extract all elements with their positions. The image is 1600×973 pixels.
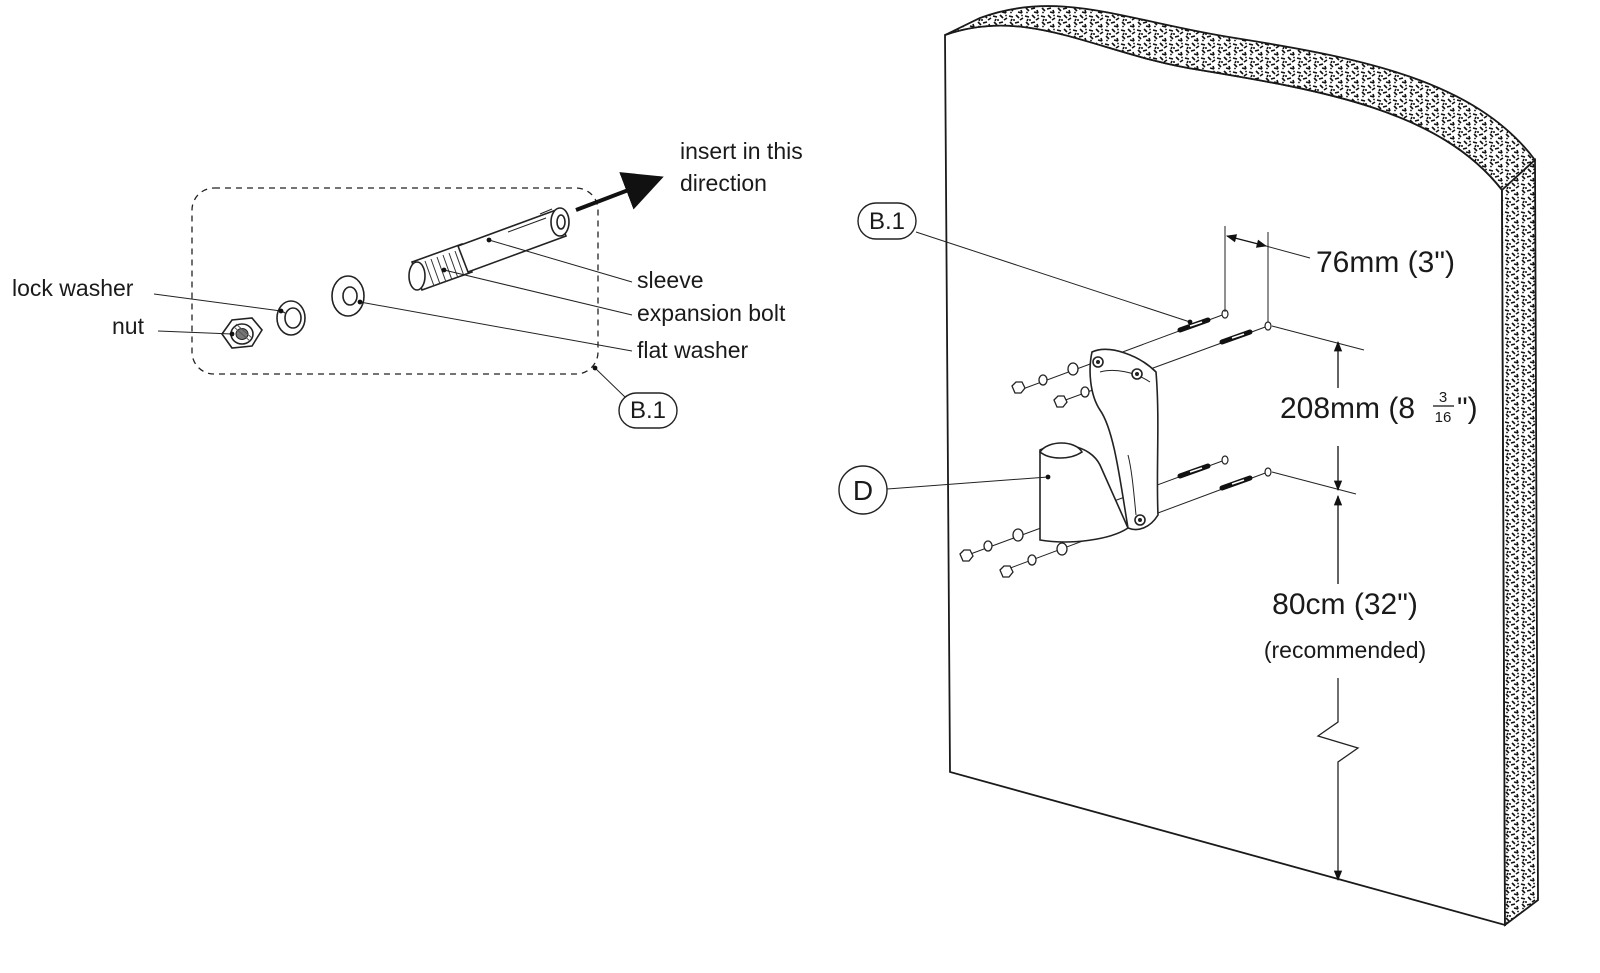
detail-callout-label: B.1: [630, 397, 666, 424]
bracket-icon: [1038, 348, 1159, 543]
flat-washer-icon: [331, 275, 365, 317]
direction-label-line1: insert in this: [680, 138, 803, 164]
hardware-stack-icon: [959, 362, 1090, 578]
vertical-dimension-label: 208mm (8: [1280, 392, 1415, 425]
wall-side-edge: [1501, 157, 1539, 927]
height-dimension-note: (recommended): [1264, 637, 1426, 663]
detail-callout-bubble: [618, 392, 678, 429]
insert-direction-arrow: [575, 172, 664, 212]
lock-washer-icon: [276, 300, 306, 336]
nut-label: nut: [112, 313, 145, 339]
expansion-bolt-label: expansion bolt: [637, 300, 786, 326]
bracket-callout-bubble: [838, 465, 888, 515]
anchor-hole-icon: [1221, 309, 1272, 477]
wall-bolt-callout-bubble: [857, 202, 917, 240]
wall-view: 76mm (3") 208mm (8 3 16 ") 80cm (32") (r…: [838, 5, 1539, 927]
height-dimension: [1316, 494, 1360, 882]
height-dimension-label: 80cm (32"): [1272, 588, 1418, 621]
horizontal-dimension-label: 76mm (3"): [1316, 246, 1455, 279]
sleeve-label: sleeve: [637, 267, 703, 293]
detail-boundary: [191, 187, 599, 375]
vertical-dimension-frac-num: 3: [1439, 389, 1447, 406]
wall-face: [944, 24, 1506, 927]
nut-icon: [221, 317, 263, 349]
direction-label-line2: direction: [680, 170, 767, 196]
wall-bolt-callout-label: B.1: [869, 208, 905, 235]
vertical-dimension-frac-den: 16: [1435, 409, 1452, 426]
horizontal-dimension: [1224, 226, 1311, 322]
lock-washer-label: lock washer: [12, 275, 134, 301]
detail-view: lock washer nut sleeve expansion bolt fl…: [12, 138, 803, 429]
vertical-dimension: [1271, 325, 1365, 495]
vertical-dimension-close: "): [1457, 392, 1478, 425]
flat-washer-label: flat washer: [637, 337, 749, 363]
expansion-bolt-icon: [408, 242, 474, 292]
bracket-callout-label: D: [853, 475, 873, 506]
sleeve-icon: [456, 207, 570, 274]
